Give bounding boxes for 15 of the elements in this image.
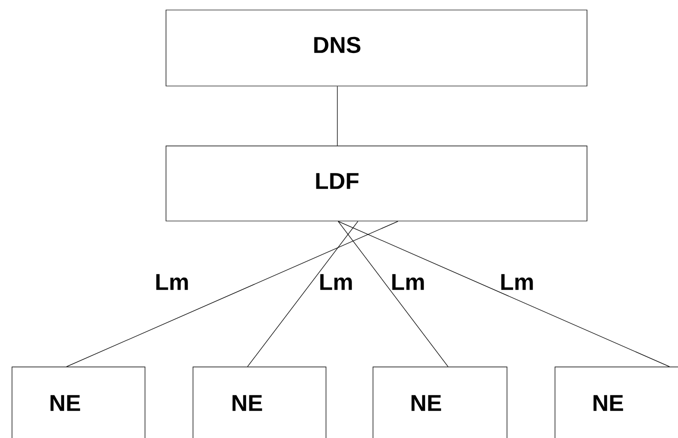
network-box: NE xyxy=(554,366,678,438)
network-box: NE xyxy=(372,366,508,438)
connector-line xyxy=(338,220,448,367)
network-box: NE xyxy=(192,366,326,438)
connector-line xyxy=(247,220,358,367)
edge-label: Lm xyxy=(156,274,188,290)
network-box: NE xyxy=(12,366,146,438)
edge-label: Lm xyxy=(320,274,352,290)
connector-line xyxy=(66,220,398,367)
connector-line xyxy=(338,220,670,367)
edge-label: Lm xyxy=(501,274,533,290)
connector-line xyxy=(337,86,338,146)
edge-label: Lm xyxy=(392,274,424,290)
network-box: DNS xyxy=(166,10,588,86)
network-box: LDF xyxy=(166,146,588,222)
